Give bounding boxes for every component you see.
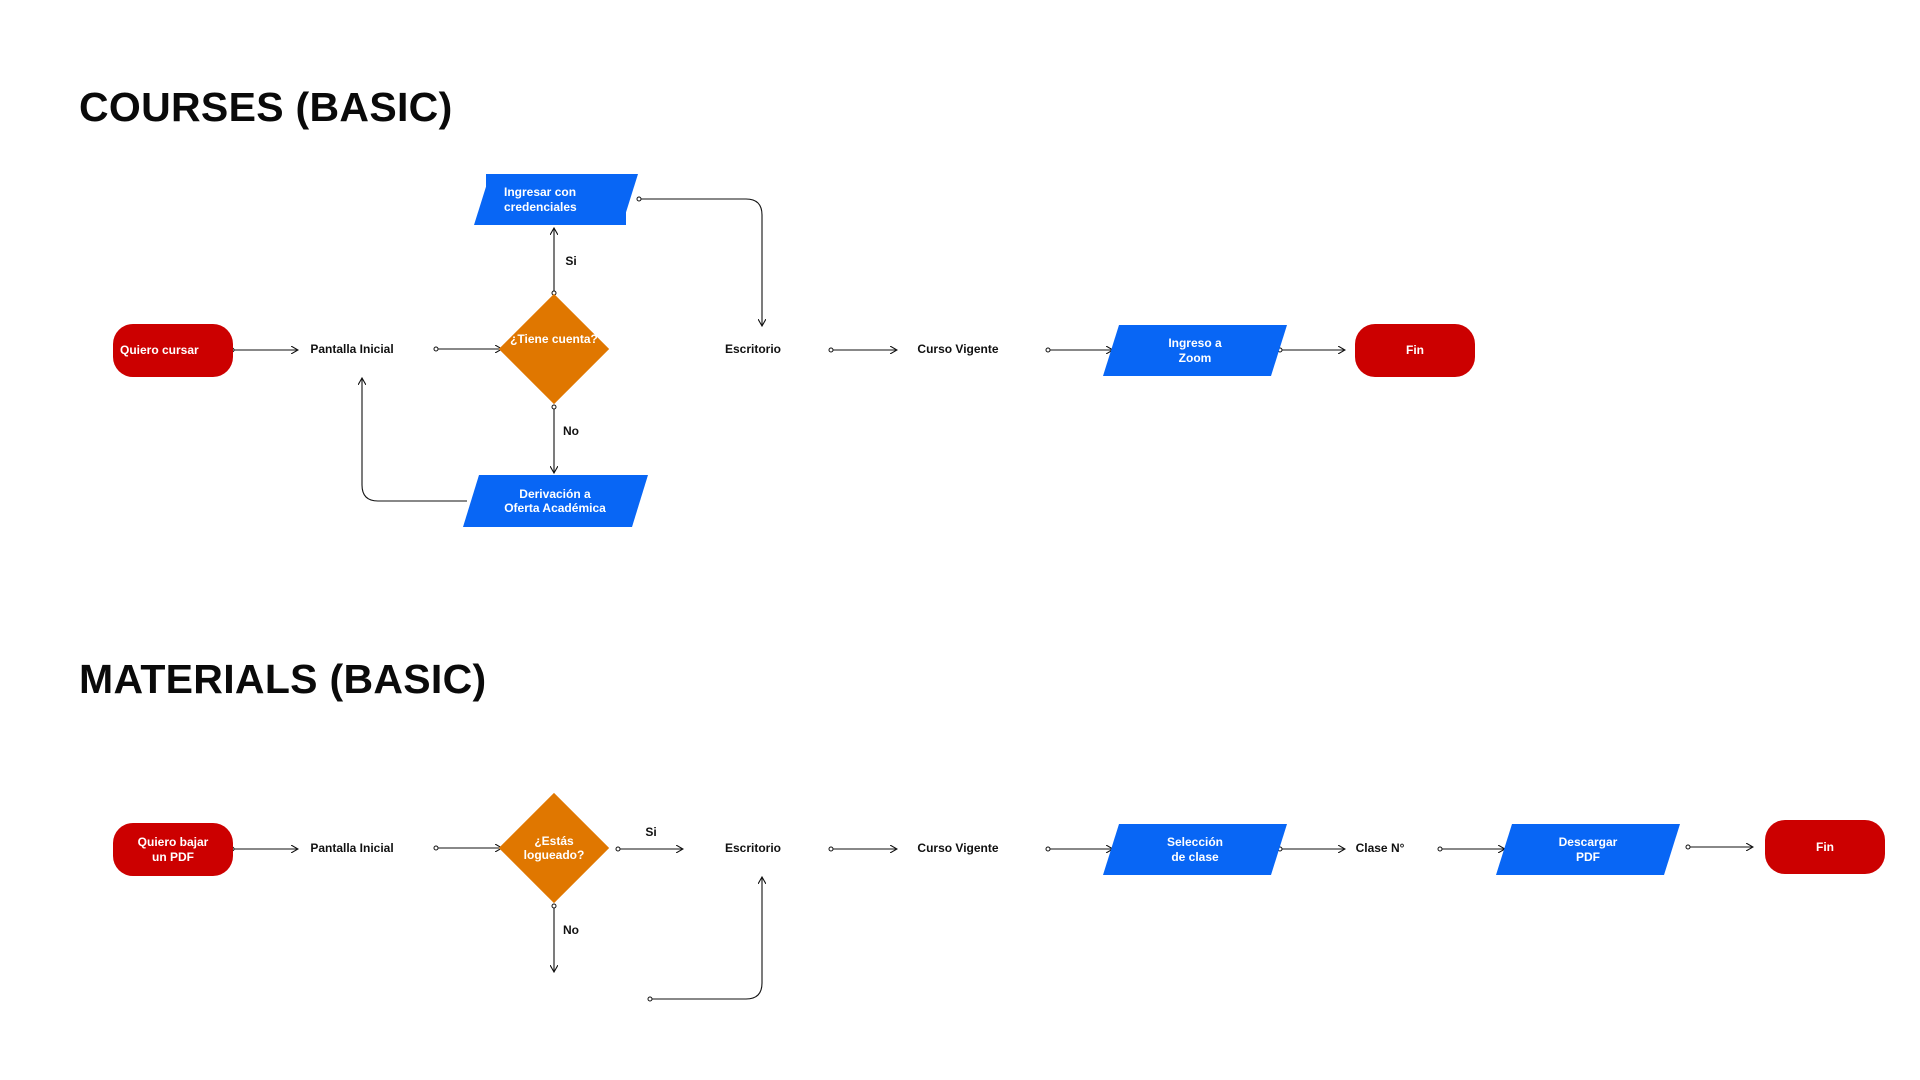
courses-yes-label: Si	[565, 254, 577, 268]
materials-clase-numero: Clase N°	[1355, 841, 1405, 855]
courses-curso-vigente: Curso Vigente	[917, 342, 999, 356]
materials-section-title: MATERIALS (BASIC)	[79, 656, 487, 702]
materials-descargar-node[interactable]: Descargar PDF	[1512, 824, 1664, 875]
materials-end-label: Fin	[1816, 839, 1834, 854]
courses-start-node[interactable]: Quiero cursar	[113, 324, 233, 377]
courses-login-node[interactable]: Ingresar con credenciales	[486, 174, 626, 225]
materials-connectors	[232, 847, 1753, 999]
courses-login-label: Ingresar con credenciales	[504, 185, 577, 214]
courses-derivacion-label: Derivación a Oferta Académica	[504, 486, 606, 515]
courses-derivacion-node[interactable]: Derivación a Oferta Académica	[479, 475, 631, 527]
materials-start-label: Quiero bajar un PDF	[137, 835, 209, 864]
courses-end-node[interactable]: Fin	[1355, 324, 1475, 377]
courses-zoom-label: Ingreso a Zoom	[1168, 336, 1222, 365]
materials-yes-label: Si	[645, 825, 657, 839]
materials-no-label: No	[563, 923, 579, 937]
materials-curso-vigente: Curso Vigente	[917, 841, 999, 855]
materials-end-node[interactable]: Fin	[1765, 820, 1885, 874]
courses-no-label: No	[563, 424, 579, 438]
courses-connectors	[232, 199, 1345, 502]
courses-escritorio: Escritorio	[724, 342, 782, 356]
courses-start-label: Quiero cursar	[120, 343, 199, 358]
materials-seleccion-node[interactable]: Selección de clase	[1119, 824, 1271, 875]
materials-decision-label: ¿Estás logueado?	[523, 833, 585, 862]
materials-start-node[interactable]: Quiero bajar un PDF	[113, 823, 233, 876]
io-shapes	[463, 174, 1680, 875]
materials-descargar-label: Descargar PDF	[1558, 835, 1618, 864]
courses-zoom-node[interactable]: Ingreso a Zoom	[1119, 325, 1271, 376]
materials-seleccion-label: Selección de clase	[1166, 835, 1224, 864]
courses-end-label: Fin	[1406, 343, 1424, 358]
connector-m-login-to-escritorio	[650, 877, 762, 999]
connector-derivacion-to-pantalla	[362, 378, 467, 502]
materials-escritorio: Escritorio	[724, 841, 782, 855]
courses-decision-label: ¿Tiene cuenta?	[510, 331, 598, 346]
materials-pantalla-inicial: Pantalla Inicial	[310, 841, 394, 855]
connector-login-to-escritorio	[639, 199, 762, 326]
courses-pantalla-inicial: Pantalla Inicial	[310, 342, 394, 356]
courses-section-title: COURSES (BASIC)	[79, 84, 453, 130]
